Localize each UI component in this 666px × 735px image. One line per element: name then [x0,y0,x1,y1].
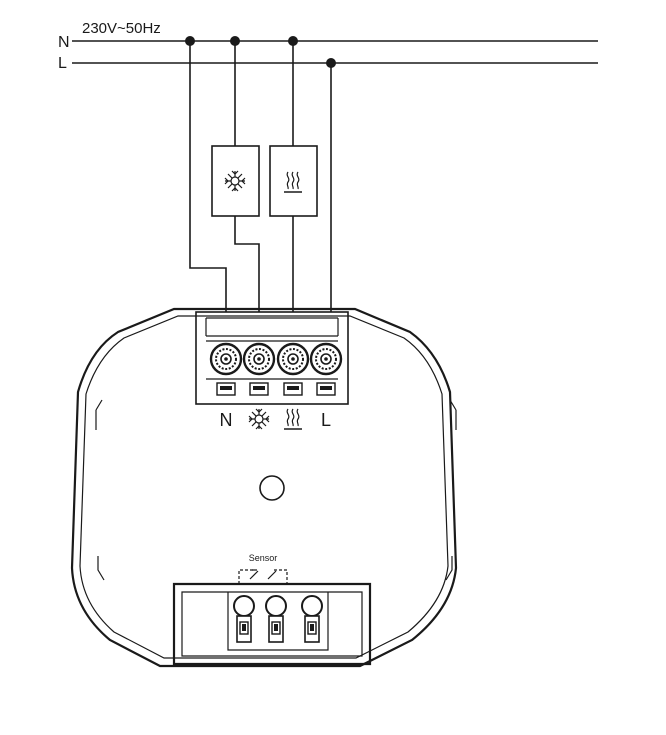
wire-cooling-output [234,216,260,312]
terminal-screw [209,342,243,376]
heating-load-box [269,145,318,217]
wire-n [189,41,227,312]
sensor-terminal [265,595,287,643]
terminal-screw [309,342,343,376]
snowflake-icon [248,408,270,430]
sensor-terminal [301,595,323,643]
terminal-slot [283,382,303,396]
heat-waves-icon [284,408,302,430]
sensor-terminal-block: Sensor [172,553,372,666]
voltage-label: 230V~50Hz [82,20,161,37]
terminal-labels: N L [220,408,331,430]
terminal-screw [242,342,276,376]
sensor-symbol-icon [238,569,288,585]
terminal-label-l: L [321,410,331,430]
line-n-label: N [58,34,70,51]
sensor-label: Sensor [249,553,278,563]
terminal-screw [276,342,310,376]
line-l-label: L [58,55,67,72]
terminal-slot [216,382,236,396]
sensor-terminal [233,595,255,643]
led-indicator [259,475,285,501]
terminal-label-n: N [220,410,233,430]
terminal-slot [249,382,269,396]
heat-waves-icon [284,171,302,193]
power-terminal-block [195,311,349,405]
snowflake-icon [224,170,246,192]
cooling-load-box [211,145,260,217]
connecting-wires [189,41,332,312]
supply-lines: N L 230V~50Hz [58,20,598,72]
thermostat-housing [70,307,458,668]
terminal-slot [316,382,336,396]
